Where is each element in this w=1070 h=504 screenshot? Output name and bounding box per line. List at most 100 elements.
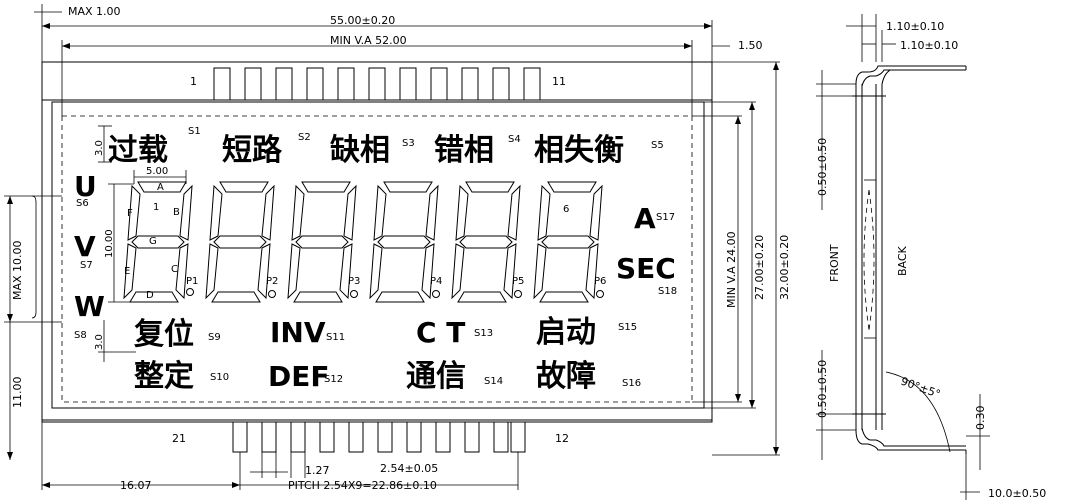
dim-height-27: 27.00±0.20 [753,235,766,300]
icon-fault: 故障 [536,359,596,394]
decimal-point-2 [268,290,276,298]
digit-2-segment-b [261,184,275,241]
icon-seconds: SEC [616,252,676,285]
segment-label-d: D [146,290,154,301]
label-s3: S3 [402,138,415,149]
digit-3-segment-c [339,243,353,300]
digit-4-segment-a [383,181,433,193]
digit-1-segment-b [179,184,193,241]
dim-bottom-left: 11.00 [11,377,24,409]
digit-4-segment-b [425,184,439,241]
pin-label-12: 12 [555,432,569,445]
digit-4-segment-f [373,184,387,241]
digit-6-segment-b [589,184,603,241]
digit-6-segment-a [547,181,597,193]
icon-ct: C T [416,316,465,349]
dim-digit-height: 10.00 [104,229,115,258]
digit-4-segment-c [421,243,435,300]
side-dim-top-1: 1.10±0.10 [886,20,944,33]
segment-label-g: G [149,236,157,247]
dim-right-offset: 1.50 [738,39,763,52]
decimal-point-1 [186,288,194,296]
digit-5-segment-e [451,243,465,300]
dim-pin-pitch-small: 1.27 [305,464,330,477]
digit-5-segment-b [507,184,521,241]
decimal-point-5 [514,290,522,298]
side-view [852,65,967,454]
dim-icon-height-top: 3.0 [94,140,105,156]
digit-label-1: 1 [153,202,159,213]
segment-label-c: C [171,264,178,275]
digit-4-segment-e [369,243,383,300]
digit-3-segment-g [295,235,349,249]
label-s7: S7 [80,260,93,271]
dim-min-va-width: MIN V.A 52.00 [330,34,407,47]
icon-phase-loss: 缺相 [330,133,390,168]
icon-phase-error: 错相 [434,133,494,168]
dim-icon-height-bottom: 3.0 [94,334,105,350]
label-s6: S6 [76,198,89,209]
icon-phase-imbalance: 相失衡 [534,133,624,168]
decimal-point-4 [432,290,440,298]
point-label-2: P2 [266,276,278,287]
side-dim-small: 0.30 [974,406,987,431]
digit-2-segment-a [219,181,269,193]
label-s14: S14 [484,376,503,387]
digit-1-segment-f [127,184,141,241]
digit-3-segment-e [287,243,301,300]
pin-label-11: 11 [552,75,566,88]
label-s2: S2 [298,132,311,143]
icon-w: W [74,290,105,323]
point-label-4: P4 [430,276,442,287]
seven-segment-digits [123,181,603,303]
icon-communication: 通信 [406,359,466,394]
digit-2-segment-e [205,243,219,300]
digit-5-segment-d [457,291,507,303]
digit-3-segment-f [291,184,305,241]
icon-setting: 整定 [134,359,194,394]
top-pins [213,67,541,101]
label-s13: S13 [474,328,493,339]
icon-u: U [74,170,97,203]
digit-1-segment-g [131,235,185,249]
icon-short-circuit: 短路 [222,133,283,168]
digit-6-segment-d [539,291,589,303]
digit-2-segment-d [211,291,261,303]
dim-max-height: MAX 10.00 [11,240,24,300]
digit-5-segment-f [455,184,469,241]
icon-overload: 过载 [108,133,168,168]
label-s10: S10 [210,372,229,383]
label-s11: S11 [326,332,345,343]
digit-label-6: 6 [563,204,569,215]
dim-pin-pitch: 2.54±0.05 [380,462,438,475]
label-s4: S4 [508,134,521,145]
label-s15: S15 [618,322,637,333]
label-s17: S17 [656,212,675,223]
digit-4-segment-g [377,235,431,249]
dim-overall-width: 55.00±0.20 [330,14,395,27]
icon-v: V [74,230,96,263]
digit-1-segment-e [123,243,137,300]
segment-label-e: E [124,266,130,277]
dim-min-va-height: MIN V.A 24.00 [725,231,738,308]
point-label-6: P6 [594,276,606,287]
label-s18: S18 [658,286,677,297]
digit-1-segment-c [175,243,189,300]
digit-6-segment-c [585,243,599,300]
pin-label-1: 1 [190,75,197,88]
icon-ampere: A [634,202,656,235]
side-dim-bottom: 10.0±0.50 [988,487,1046,500]
label-s16: S16 [622,378,641,389]
pin-label-21: 21 [172,432,186,445]
dim-max-thickness: MAX 1.00 [68,5,121,18]
dim-pin-offset: 16.07 [120,479,152,492]
side-dim-top-2: 1.10±0.10 [900,39,958,52]
digit-2-segment-f [209,184,223,241]
digit-5-segment-a [465,181,515,193]
label-s1: S1 [188,126,201,137]
label-s8: S8 [74,330,87,341]
digit-6-segment-g [541,235,595,249]
point-label-1: P1 [186,276,198,287]
digit-3-segment-b [343,184,357,241]
dim-pin-pitch-total: PITCH 2.54X9=22.86±0.10 [288,479,437,492]
